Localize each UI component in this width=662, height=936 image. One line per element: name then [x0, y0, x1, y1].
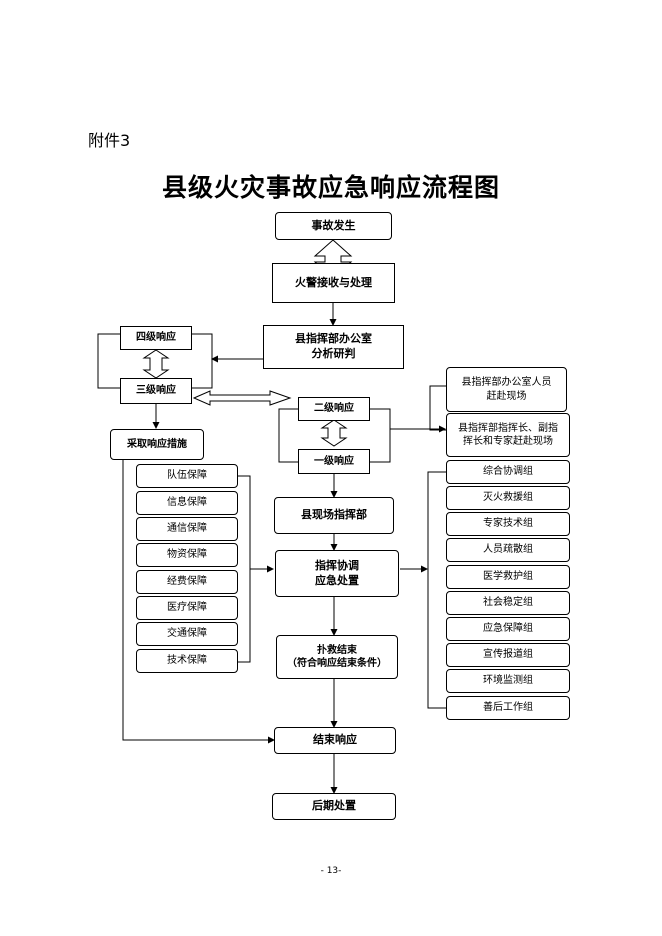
- level2-node: 二级响应: [298, 397, 370, 421]
- staff-line1: 县指挥部办公室人员: [461, 377, 552, 388]
- guarantee-item: 经费保障: [136, 570, 238, 594]
- group-item: 综合协调组: [446, 460, 570, 484]
- group-item: 医学救护组: [446, 565, 570, 589]
- bracket-level2-level1: [278, 408, 391, 463]
- accident-node: 事故发生: [275, 212, 392, 240]
- group-item: 灭火救援组: [446, 486, 570, 510]
- double-arrow-level4-level3: [142, 349, 170, 379]
- coord-node: 指挥协调 应急处置: [275, 550, 399, 597]
- group-item: 应急保障组: [446, 617, 570, 641]
- bracket-staff: [429, 385, 446, 431]
- leaders-node: 县指挥部指挥长、副指 挥长和专家赶赴现场: [446, 413, 570, 457]
- group-item: 善后工作组: [446, 696, 570, 720]
- guarantee-item: 物资保障: [136, 543, 238, 567]
- office-node: 县指挥部办公室 分析研判: [263, 325, 404, 369]
- measures-node: 采取响应措施: [110, 429, 204, 460]
- guarantee-item: 信息保障: [136, 491, 238, 515]
- rescue-end-node: 扑救结束 （符合响应结束条件）: [276, 635, 398, 679]
- double-arrow-level2-level1: [320, 419, 348, 447]
- staff-line2: 赶赴现场: [486, 390, 527, 402]
- page-title: 县级火灾事故应急响应流程图: [161, 173, 500, 202]
- group-item: 宣传报道组: [446, 643, 570, 667]
- leaders-line1: 县指挥部指挥长、副指: [458, 422, 558, 434]
- guarantee-item: 医疗保障: [136, 596, 238, 620]
- rescue-end-line1: 扑救结束: [317, 644, 357, 656]
- office-line1: 县指挥部办公室: [295, 332, 372, 346]
- double-arrow-level3-level2: [192, 390, 292, 406]
- page-number: - 13-: [320, 866, 342, 876]
- alarm-node: 火警接收与处理: [272, 263, 395, 303]
- field-hq-node: 县现场指挥部: [274, 497, 394, 534]
- office-line2: 分析研判: [311, 347, 356, 360]
- coord-line1: 指挥协调: [315, 558, 359, 572]
- guarantee-item: 技术保障: [136, 649, 238, 673]
- attachment-label: 附件3: [88, 131, 131, 150]
- guarantee-item: 交通保障: [136, 622, 238, 646]
- aftermath-node: 后期处置: [272, 793, 396, 820]
- coord-line2: 应急处置: [315, 573, 359, 587]
- bracket-guarantees: [238, 475, 251, 663]
- staff-node: 县指挥部办公室人员 赶赴现场: [446, 367, 567, 412]
- group-item: 环境监测组: [446, 669, 570, 693]
- group-item: 社会稳定组: [446, 591, 570, 615]
- end-node: 结束响应: [274, 727, 396, 754]
- bracket-level4-level3: [97, 333, 213, 389]
- guarantee-item: 通信保障: [136, 517, 238, 541]
- rescue-end-line2: （符合响应结束条件）: [287, 658, 387, 669]
- leaders-line2: 挥长和专家赶赴现场: [463, 436, 553, 447]
- group-item: 人员疏散组: [446, 538, 570, 562]
- group-item: 专家技术组: [446, 512, 570, 536]
- level3-node: 三级响应: [120, 378, 192, 404]
- guarantee-item: 队伍保障: [136, 464, 238, 488]
- bracket-groups: [427, 471, 446, 709]
- level4-node: 四级响应: [120, 326, 192, 350]
- level1-node: 一级响应: [298, 449, 370, 474]
